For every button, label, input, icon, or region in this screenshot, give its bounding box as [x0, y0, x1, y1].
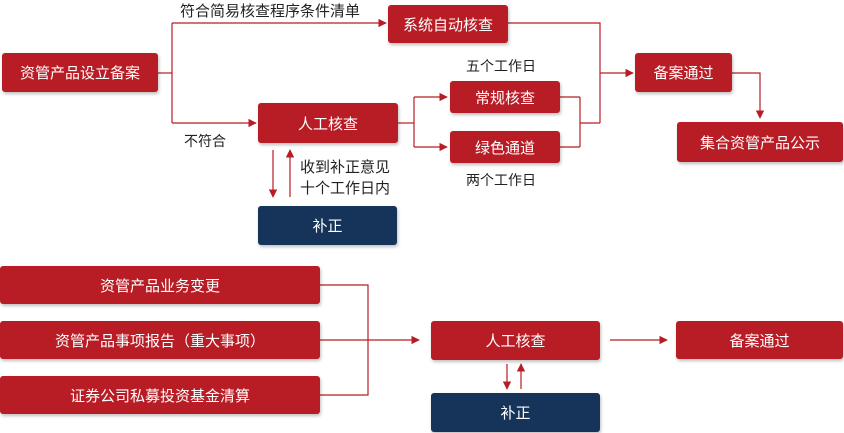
- arrow-to-publicity: [732, 72, 765, 119]
- item-event-report: 资管产品事项报告（重大事项）: [0, 321, 320, 359]
- label-not-conform: 不符合: [184, 134, 226, 150]
- manual-check-node-2: 人工核查: [431, 321, 600, 360]
- label-conform: 符合简易核查程序条件清单: [180, 2, 361, 20]
- correction-node-2: 补正: [431, 393, 600, 432]
- green-channel-node: 绿色通道: [450, 131, 560, 163]
- label-five-days: 五个工作日: [466, 59, 536, 75]
- item-business-change: 资管产品业务变更: [0, 266, 320, 304]
- publicity-node: 集合资管产品公示: [677, 122, 843, 162]
- correction-node: 补正: [258, 206, 397, 245]
- label-two-days: 两个工作日: [466, 173, 536, 189]
- record-passed-node: 备案通过: [635, 53, 732, 92]
- label-correction-line2: 十个工作日内: [300, 179, 391, 197]
- regular-check-node: 常规核查: [450, 81, 560, 113]
- record-passed-node-2: 备案通过: [676, 321, 843, 359]
- auto-check-node: 系统自动核查: [388, 5, 508, 43]
- start-node: 资管产品设立备案: [2, 53, 158, 92]
- line-auto-check-right: [508, 22, 601, 123]
- item-fund-liquidation: 证券公司私募投资基金清算: [0, 376, 320, 414]
- label-correction-line1: 收到补正意见: [300, 158, 391, 176]
- manual-check-node: 人工核查: [258, 103, 398, 143]
